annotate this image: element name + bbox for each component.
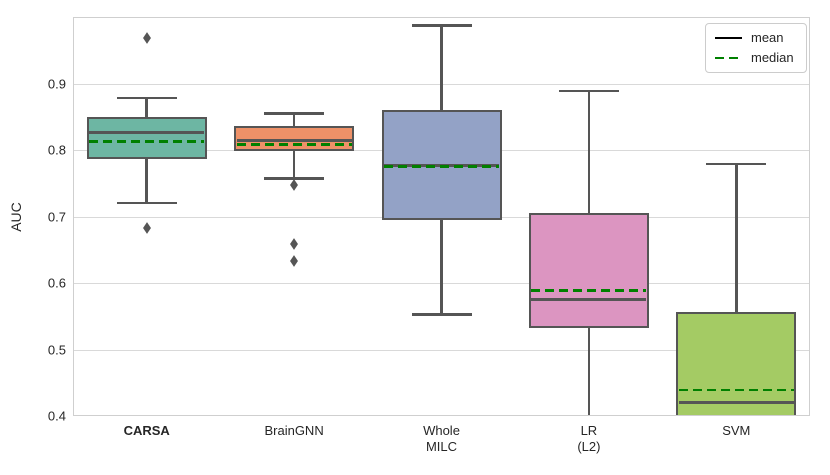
box-carsa (86, 117, 207, 159)
legend-solid-line-icon (715, 37, 742, 39)
whisker-cap-top-whole-milc (411, 24, 472, 27)
x-tick-label-line: CARSA (123, 423, 170, 438)
median-line-whole-milc (384, 165, 499, 168)
y-tick-label: 0.9 (47, 76, 66, 91)
outlier-point-braingnn (290, 178, 299, 191)
legend: mean median (705, 23, 807, 73)
mean-line-whole-milc (384, 164, 499, 167)
gridline (73, 349, 810, 351)
outlier-point-braingnn (290, 237, 299, 250)
legend-label: mean (751, 30, 784, 45)
y-tick-label: 0.4 (47, 408, 66, 424)
x-tick-label-svm: SVM (722, 423, 750, 439)
outlier-point-braingnn (290, 255, 299, 267)
whisker-cap-top-svm (706, 162, 767, 166)
mean-line-lr-l2 (531, 298, 647, 301)
median-line-svm (678, 388, 794, 392)
y-tick-label: 0.7 (47, 209, 66, 224)
mean-line-carsa (89, 131, 205, 134)
whisker-cap-bottom-whole-milc (411, 313, 472, 316)
median-line-braingnn (236, 143, 352, 146)
outlier-point-carsa (142, 222, 151, 235)
median-line-carsa (89, 140, 205, 143)
whisker-cap-bottom-carsa (116, 201, 177, 205)
x-tick-label-line: SVM (722, 423, 751, 438)
mean-line-braingnn (236, 139, 352, 142)
median-line-lr-l2 (531, 289, 647, 292)
x-tick-label-line: BrainGNN (264, 423, 324, 438)
box-svm (676, 311, 797, 416)
y-tick-label: 0.8 (47, 142, 66, 158)
x-tick-label-line: Whole (423, 423, 460, 438)
x-tick-label-line: (L2) (577, 439, 601, 454)
x-tick-label-line: MILC (425, 439, 458, 454)
whisker-cap-bottom-braingnn (264, 177, 325, 180)
y-tick-label: 0.6 (47, 275, 66, 291)
x-tick-label-braingnn: BrainGNN (264, 423, 323, 439)
whisker-svm (735, 163, 738, 316)
whisker-cap-top-braingnn (264, 112, 325, 115)
legend-label: median (751, 50, 794, 65)
box-lr-l2 (528, 212, 649, 329)
legend-item-median: median (715, 51, 794, 65)
box-braingnn (234, 126, 355, 151)
outlier-point-carsa (142, 32, 151, 45)
mean-line-svm (678, 401, 794, 404)
x-tick-label-line: LR (580, 423, 598, 438)
x-tick-label-carsa: CARSA (124, 423, 170, 439)
legend-item-mean: mean (715, 31, 794, 45)
plot-area (73, 17, 810, 416)
x-tick-label-lr-l2: LR(L2) (577, 423, 600, 455)
legend-dashed-line-icon (715, 56, 742, 60)
whisker-cap-top-lr-l2 (558, 89, 619, 93)
y-tick-label: 0.5 (47, 342, 66, 357)
whisker-cap-top-carsa (116, 96, 177, 100)
